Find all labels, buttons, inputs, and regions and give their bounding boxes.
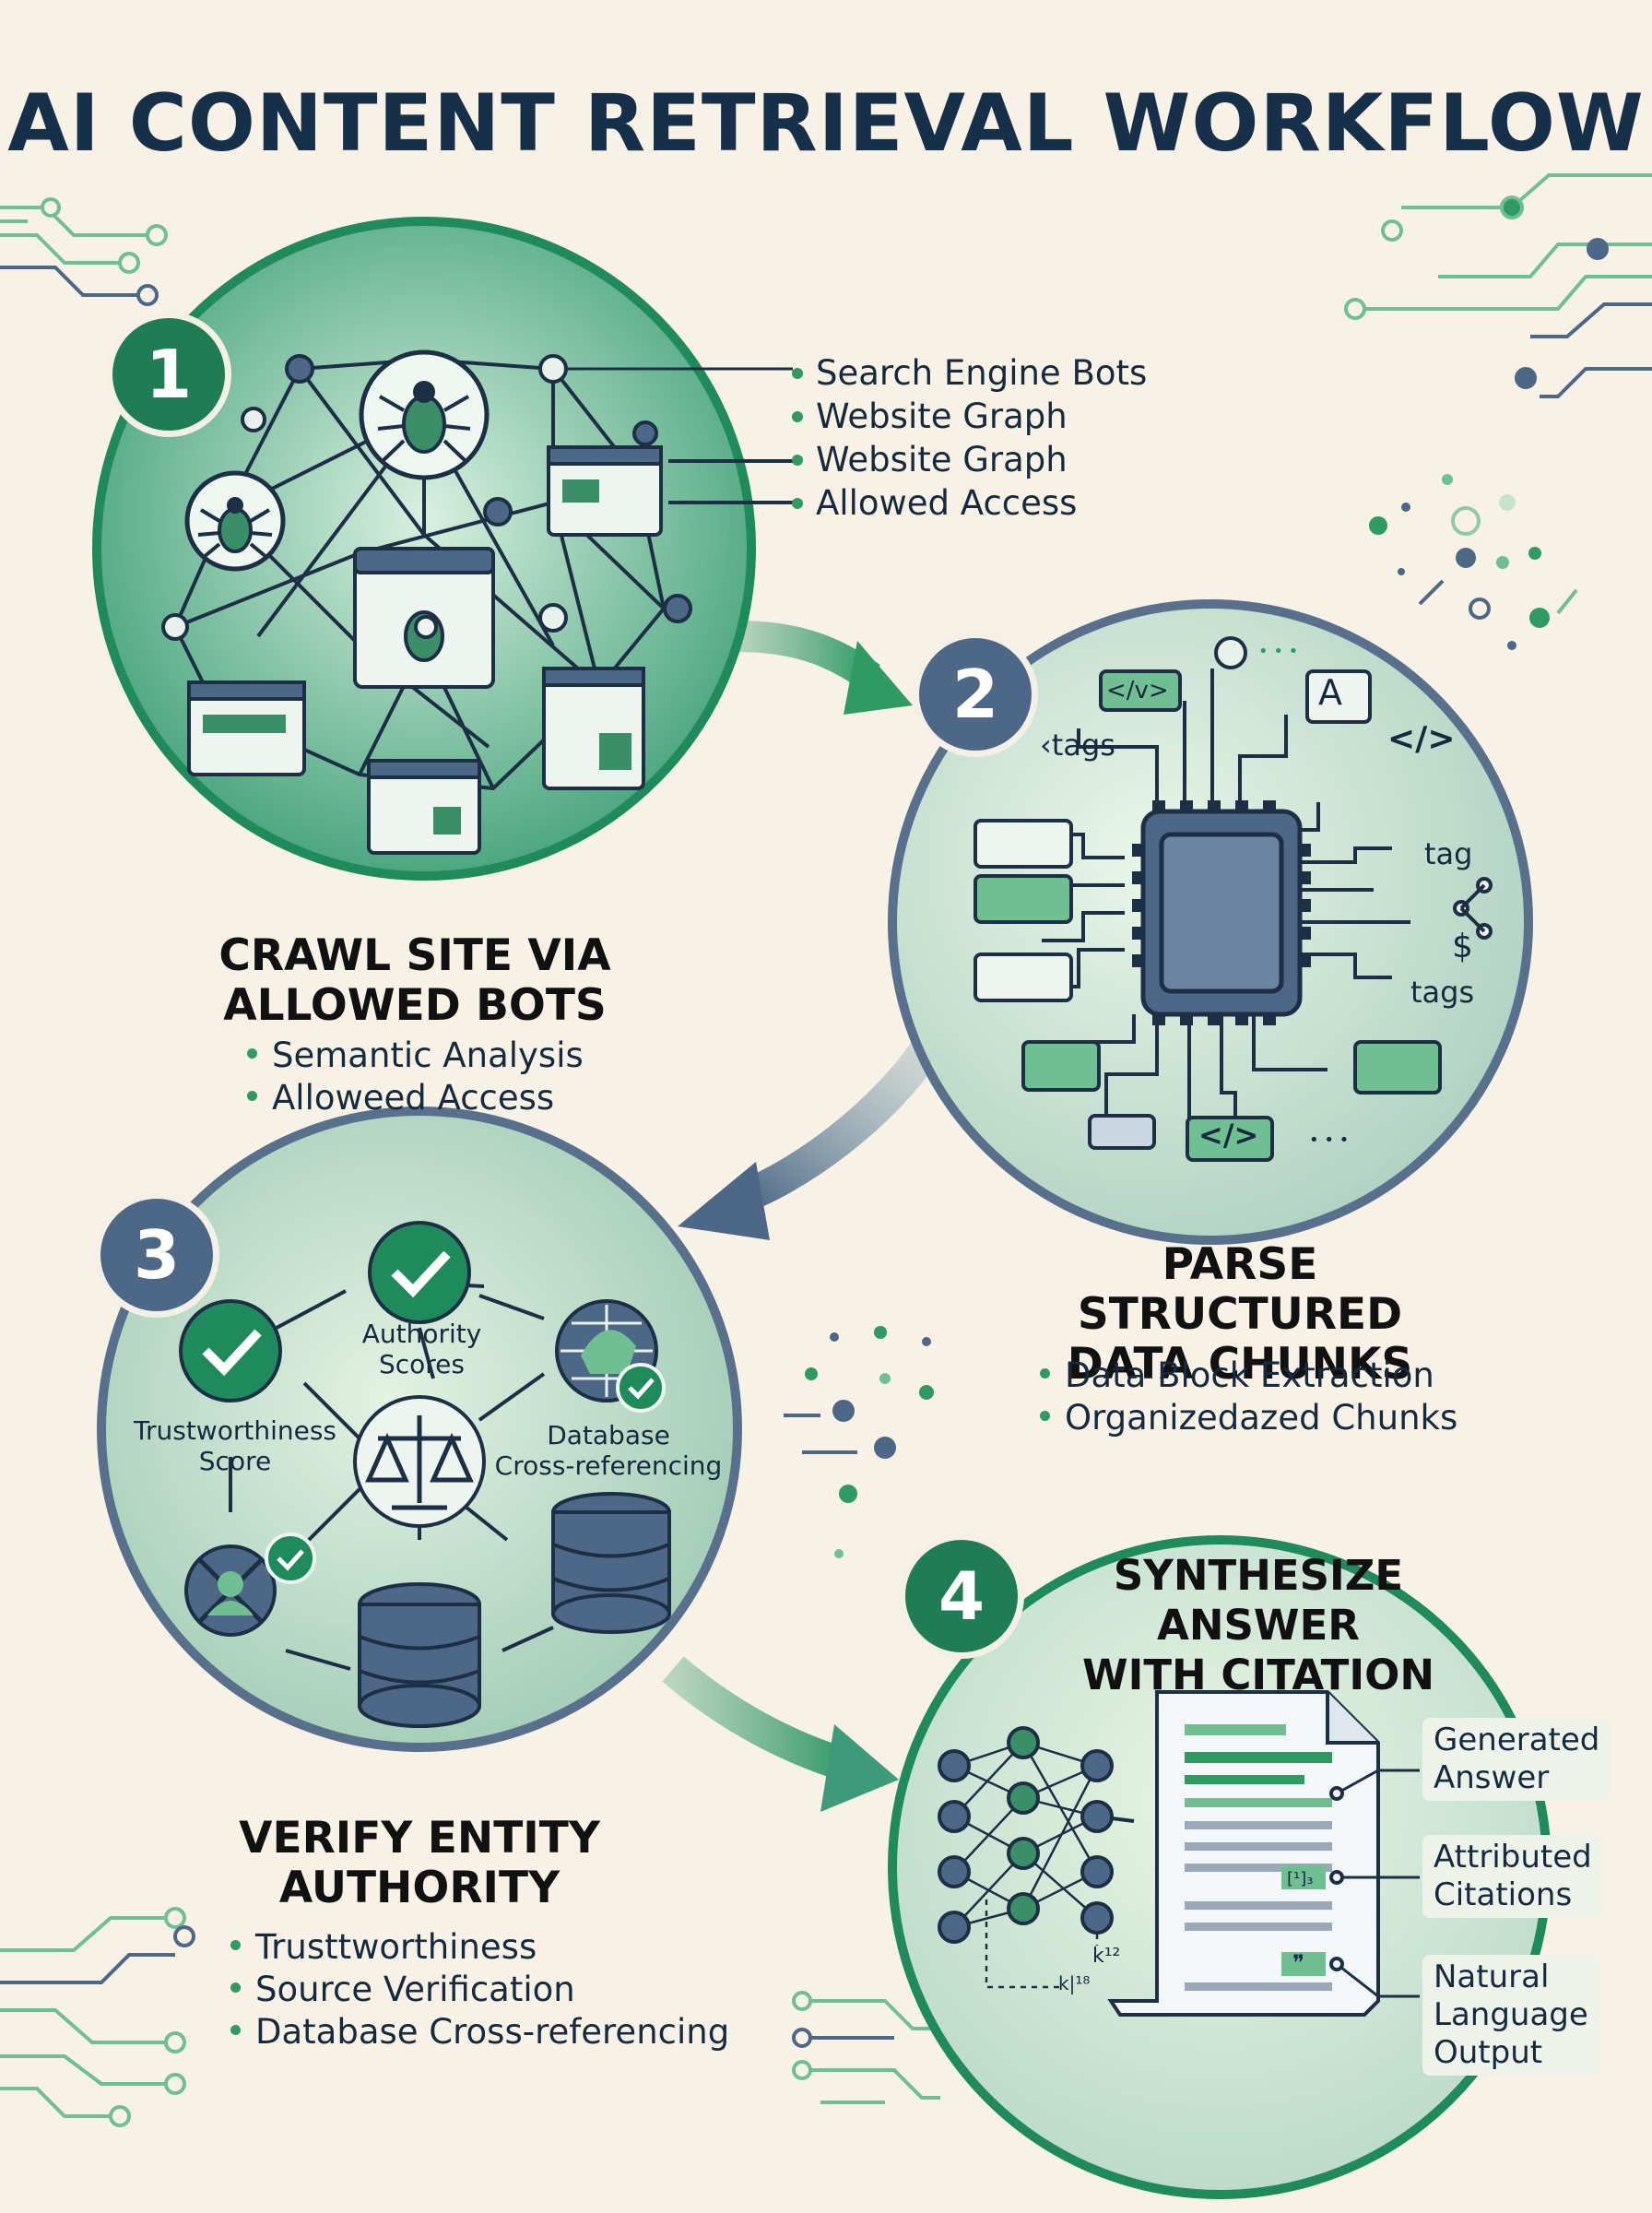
label-tags-right: tags xyxy=(1410,975,1475,1010)
legend-website-graph-2: Website Graph xyxy=(816,440,1068,479)
arrow-3-to-4 xyxy=(662,1656,854,1782)
callout-natural-language-output: Natural Language Output xyxy=(1422,1955,1599,2076)
arrow-3-to-4-head xyxy=(820,1724,899,1812)
label-code-bottom: </> xyxy=(1198,1118,1259,1153)
label-ellipsis-top: • • • xyxy=(1258,642,1299,661)
label-code-top: </v> xyxy=(1106,677,1169,704)
callout-generated-answer: Generated Answer xyxy=(1422,1718,1611,1801)
step-3-heading: VERIFY ENTITY AUTHORITY xyxy=(207,1814,631,1913)
label-quote-mark: ❞ xyxy=(1292,1950,1304,1976)
step-1-heading: CRAWL SITE VIA ALLOWED BOTS xyxy=(203,931,627,1031)
step-3-heading-line2: AUTHORITY xyxy=(278,1863,560,1913)
database-icon-left xyxy=(358,1582,481,1728)
step-1-nodes xyxy=(161,354,692,641)
callout-attributed-citations: Attributed Citations xyxy=(1422,1835,1603,1918)
label-tag-right: tag xyxy=(1424,836,1473,871)
step-1-bullet-1: Semantic Analysis xyxy=(247,1035,584,1075)
circuit-decoration-top-right xyxy=(1344,173,1652,398)
arrow-1-to-2 xyxy=(737,621,880,691)
step-4-number: 4 xyxy=(899,1533,1024,1659)
step-4-heading-line1: SYNTHESIZE ANSWER xyxy=(1113,1551,1404,1650)
database-icon-right xyxy=(551,1492,671,1634)
step-3-bullet-2: Source Verification xyxy=(230,1970,575,2009)
label-database-cross-referencing: Database Cross-referencing xyxy=(494,1420,723,1481)
step-3-number: 3 xyxy=(94,1192,219,1318)
circuit-decoration-bottom-left xyxy=(0,1907,195,2127)
label-dollar: $ xyxy=(1452,928,1473,965)
label-trustworthiness-score: Trustworthiness Score xyxy=(133,1415,336,1476)
step-1-number: 1 xyxy=(106,312,231,437)
arrow-2-to-3 xyxy=(731,1033,946,1215)
step-3-bullet-1: Trusttworthiness xyxy=(230,1927,537,1967)
step-2-number: 2 xyxy=(913,632,1038,757)
scatter-dots-top xyxy=(1369,474,1578,650)
step-4-diagram xyxy=(938,1690,1420,2017)
label-ellipsis-bottom: • • • xyxy=(1309,1130,1350,1150)
step-1-heading-line2: ALLOWED BOTS xyxy=(223,980,607,1031)
arrow-1-to-2-head xyxy=(844,641,913,715)
label-code-right: </> xyxy=(1387,720,1456,758)
step-3-bullet-3: Database Cross-referencing xyxy=(230,2012,729,2052)
neural-nodes xyxy=(938,1726,1114,1944)
spider-bot-icons xyxy=(184,349,490,572)
step-1-bullet-2: Alloweed Access xyxy=(247,1078,554,1118)
label-citation-mark: [¹]₃ xyxy=(1287,1869,1314,1888)
step-3-diagram xyxy=(179,1221,671,1728)
step-4-heading: SYNTHESIZE ANSWER WITH CITATION xyxy=(1009,1551,1507,1700)
page-title: AI CONTENT RETRIEVAL WORKFLOW xyxy=(7,77,1645,170)
arrow-2-to-3-head xyxy=(678,1162,770,1240)
legend-website-graph-1: Website Graph xyxy=(816,396,1068,436)
step-2-heading-line1: PARSE STRUCTURED xyxy=(1077,1239,1403,1340)
step-2-bullet-2: Organizedazed Chunks xyxy=(1040,1398,1457,1438)
label-authority-scores: Authority Scores xyxy=(361,1319,482,1379)
scatter-dots-mid xyxy=(784,1326,934,1558)
step-3-heading-line1: VERIFY ENTITY xyxy=(239,1813,600,1864)
step-2-chip xyxy=(974,636,1493,1162)
legend-search-engine-bots: Search Engine Bots xyxy=(816,353,1148,393)
legend-allowed-access: Allowed Access xyxy=(816,483,1078,523)
label-tags-left: ‹tags xyxy=(1040,728,1115,763)
step-1-legend-dots xyxy=(792,368,803,509)
circuit-decoration-bottom-mid xyxy=(792,1991,940,2104)
step-1-heading-line1: CRAWL SITE VIA xyxy=(218,930,611,981)
circuit-decoration-top-left xyxy=(0,197,168,306)
step-2-bullet-1: Data Block Extraction xyxy=(1040,1355,1434,1395)
label-ref-b: k|¹⁸ xyxy=(1058,1972,1091,1994)
label-ref-a: k¹² xyxy=(1092,1945,1121,1968)
step-4-heading-line2: WITH CITATION xyxy=(1081,1651,1435,1699)
website-window-icons xyxy=(187,445,663,855)
label-letter-a: A xyxy=(1318,672,1342,713)
